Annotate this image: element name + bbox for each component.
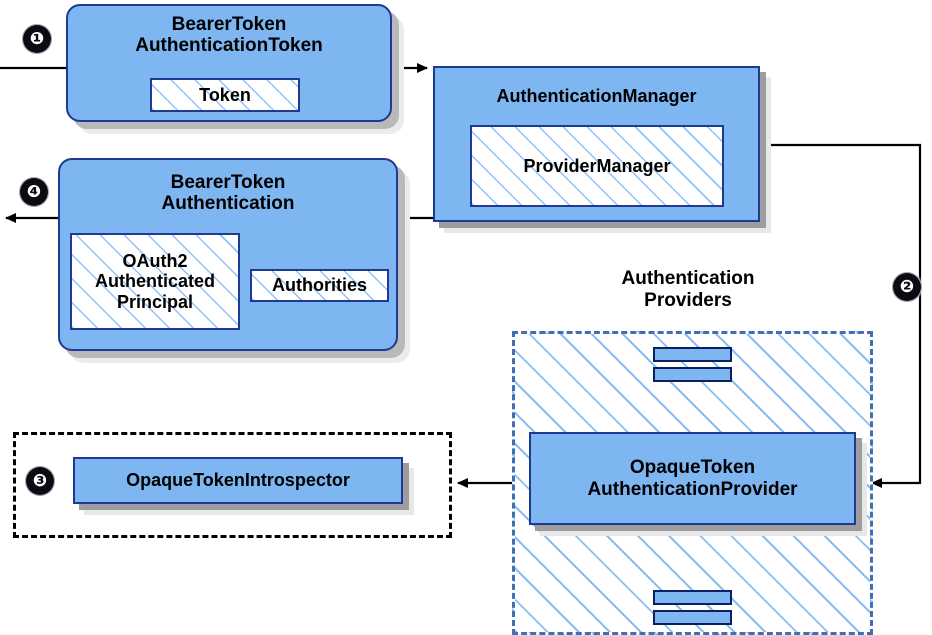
authentication-manager-title: AuthenticationManager [496,86,697,106]
badge-step-3: ❸ [26,467,54,495]
authentication-providers-title-line1: Authentication [621,268,755,289]
provider-stub-bottom-bar-2 [653,610,732,625]
badge-step-1: ❶ [23,25,51,53]
bearer-token-authentication-title-line1: BearerToken [170,172,286,193]
node-provider-manager[interactable]: ProviderManager [470,125,724,207]
opaque-token-authentication-provider-title-line1: OpaqueToken [629,457,756,479]
node-opaque-token-authentication-provider[interactable]: OpaqueToken AuthenticationProvider [529,432,856,525]
provider-stub-top-bar-2 [653,367,732,382]
node-bearer-token-authentication-token[interactable]: BearerToken AuthenticationToken [66,4,392,122]
oauth2-authenticated-principal-line1: OAuth2 [122,251,188,272]
badge-step-2: ❷ [893,273,921,301]
authentication-providers-title-line2: Providers [644,289,732,311]
node-authorities[interactable]: Authorities [250,269,389,302]
bearer-token-authentication-title-line2: Authentication [161,193,295,215]
authentication-providers-title: Authentication Providers [560,268,816,311]
opaque-token-authentication-provider-title-line2: AuthenticationProvider [587,478,798,500]
bearer-token-authentication-token-title-line2: AuthenticationToken [135,35,323,57]
oauth2-authenticated-principal-line2: Authenticated [94,271,215,292]
node-token[interactable]: Token [150,78,300,112]
provider-stub-top-bar-1 [653,347,732,362]
bearer-token-authentication-token-title-line1: BearerToken [171,14,287,35]
node-oauth2-authenticated-principal[interactable]: OAuth2 Authenticated Principal [70,233,240,330]
node-opaque-token-introspector[interactable]: OpaqueTokenIntrospector [73,457,403,504]
opaque-token-introspector-group [13,432,452,538]
oauth2-authenticated-principal-line3: Principal [116,291,194,312]
badge-step-4: ❹ [20,178,48,206]
provider-stub-bottom-bar-1 [653,590,732,605]
